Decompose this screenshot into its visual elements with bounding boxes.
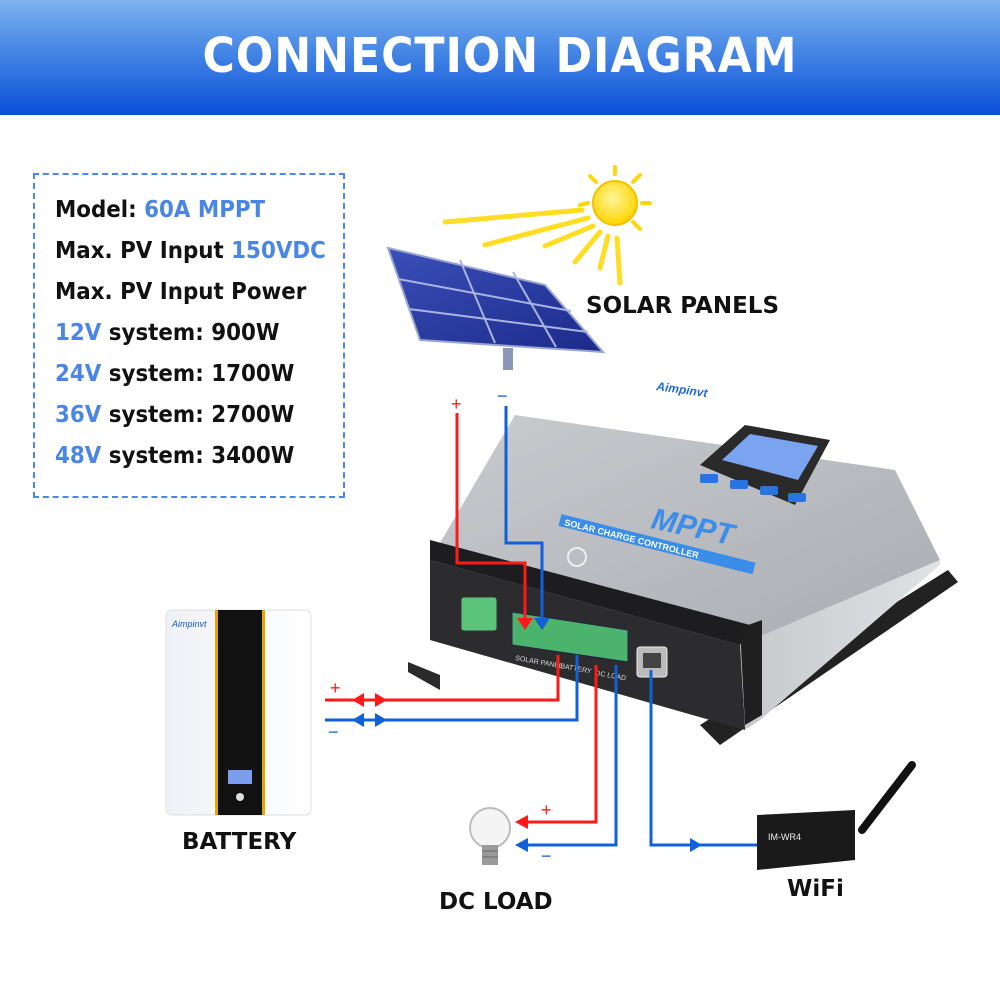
system-voltage: 12V — [55, 320, 102, 346]
system-voltage: 36V — [55, 402, 102, 428]
control-buttons[interactable] — [700, 474, 806, 502]
spec-system-24v: 24V system: 1700W — [55, 361, 294, 387]
arrow-load-negative — [515, 838, 528, 852]
light-bulb-icon — [469, 807, 511, 865]
solar-positive-wire — [455, 413, 527, 618]
up-button[interactable] — [760, 486, 778, 495]
down-button[interactable] — [730, 480, 748, 489]
spec-pv-power: Max. PV Input Power — [55, 279, 307, 305]
arrow-load-positive — [515, 815, 528, 829]
arrow-battery-pos-left — [352, 693, 364, 707]
solar-negative-wire — [504, 406, 544, 618]
spec-model: Model: 60A MPPT — [55, 197, 265, 223]
battery-plus-sign: + — [330, 678, 341, 698]
system-power: system: 900W — [108, 320, 280, 346]
spec-system-36v: 36V system: 2700W — [55, 402, 294, 428]
spec-system-12v: 12V system: 900W — [55, 320, 279, 346]
model-label: Model: — [55, 197, 137, 223]
load-positive-wire — [522, 665, 598, 824]
arrow-battery-pos-right — [375, 693, 387, 707]
pv-input-value: 150VDC — [231, 238, 326, 264]
enter-button[interactable] — [788, 493, 806, 502]
battery-positive-wire — [325, 655, 560, 702]
system-voltage: 48V — [55, 443, 102, 469]
battery-image: Aimpinvt — [165, 609, 312, 816]
temp-sensor-port — [460, 596, 498, 632]
rs485-wire — [649, 670, 757, 847]
solar-panel-image — [386, 246, 606, 370]
solar-panels-label: SOLAR PANELS — [586, 293, 780, 319]
logo-icon — [567, 547, 587, 567]
pv-input-label: Max. PV Input — [55, 238, 224, 264]
sun-icon — [442, 165, 652, 286]
load-plus-sign: + — [541, 800, 552, 820]
solar-plus-sign: + — [451, 394, 462, 414]
battery-brand: Aimpinvt — [171, 619, 207, 629]
page-title: CONNECTION DIAGRAM — [202, 28, 798, 84]
system-voltage: 24V — [55, 361, 102, 387]
arrow-solar-positive — [517, 618, 533, 630]
arrow-wifi — [690, 838, 702, 852]
battery-negative-wire — [325, 655, 579, 722]
model-value: 60A MPPT — [144, 197, 266, 223]
system-power: system: 2700W — [108, 402, 295, 428]
header-banner: CONNECTION DIAGRAM — [0, 0, 1000, 115]
menu-button[interactable] — [700, 474, 718, 483]
load-negative-wire — [522, 665, 618, 847]
arrow-battery-neg-right — [375, 713, 387, 727]
solar-minus-sign: − — [497, 386, 508, 406]
load-minus-sign: − — [541, 846, 552, 866]
dc-load-label: DC LOAD — [439, 889, 553, 915]
system-power: system: 1700W — [108, 361, 295, 387]
mppt-controller: Aimpinvt MPPT SOLAR CHARGE CONTROLLER SO… — [408, 379, 958, 745]
wifi-module-image: IM-WR4 — [757, 761, 916, 870]
arrow-battery-neg-left — [352, 713, 364, 727]
battery-minus-sign: − — [328, 722, 339, 742]
wifi-model: IM-WR4 — [768, 832, 801, 842]
arrow-solar-negative — [534, 618, 550, 630]
wifi-label: WiFi — [787, 876, 844, 902]
battery-label: BATTERY — [182, 829, 297, 855]
spec-system-48v: 48V system: 3400W — [55, 443, 294, 469]
spec-pv-input: Max. PV Input 150VDC — [55, 238, 326, 264]
system-power: system: 3400W — [108, 443, 295, 469]
controller-brand: Aimpinvt — [655, 379, 710, 400]
spec-panel: Model: 60A MPPT Max. PV Input 150VDC Max… — [33, 173, 345, 498]
lcd-screen — [722, 434, 818, 480]
